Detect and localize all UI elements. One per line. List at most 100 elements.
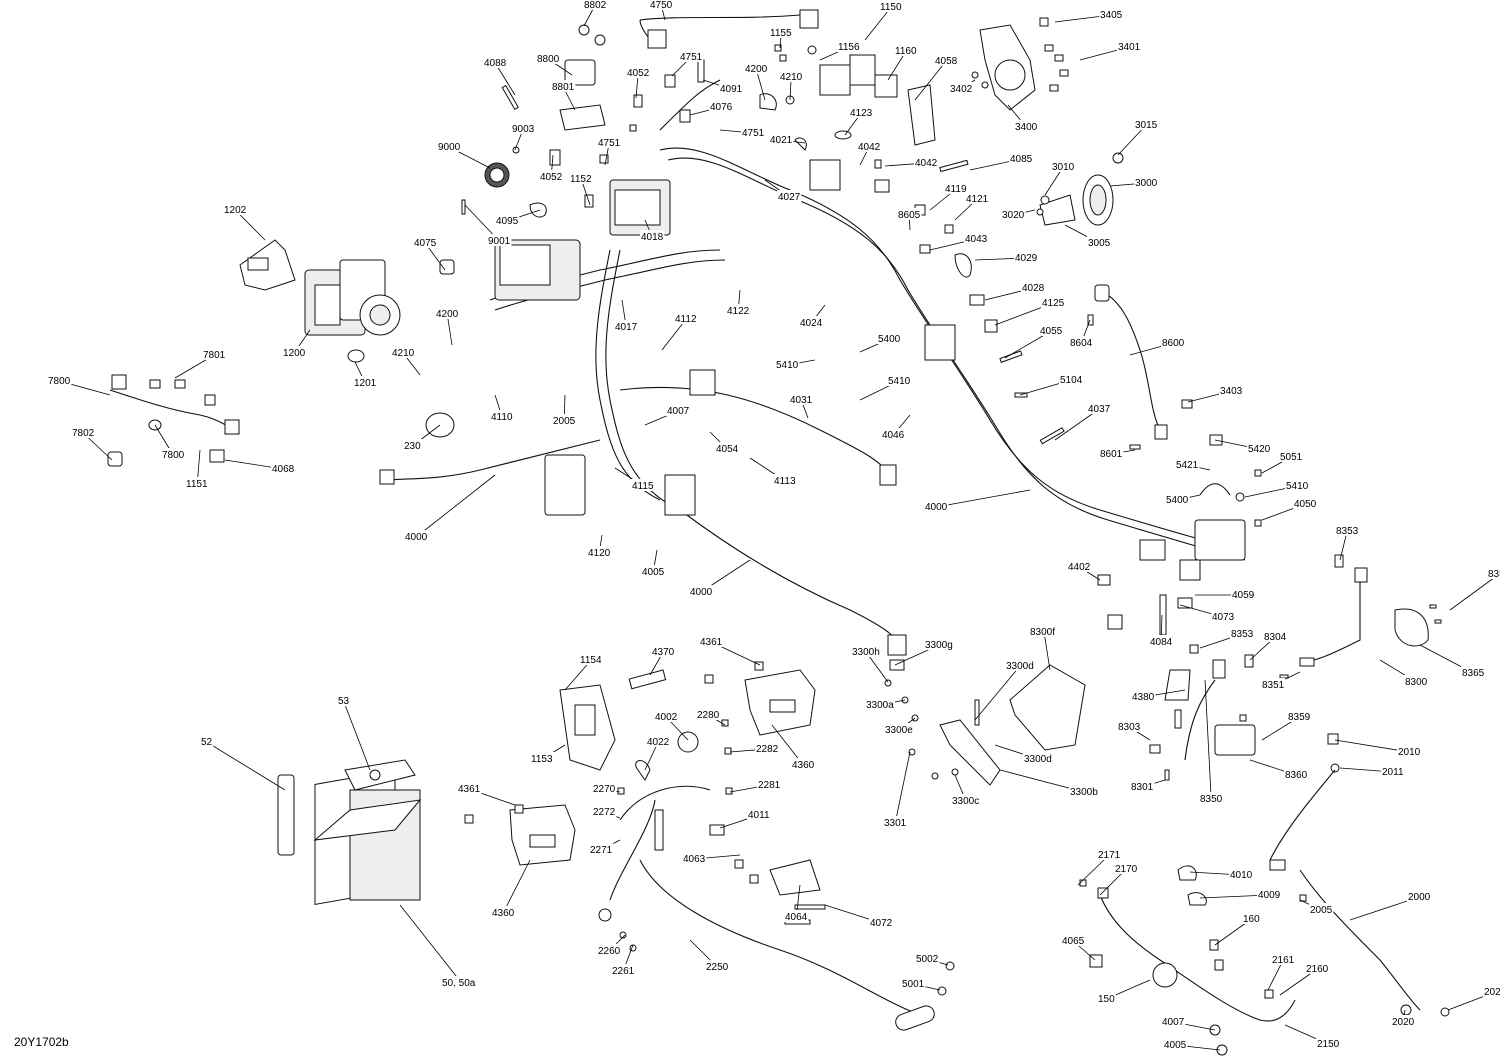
callout-label: 7800 [48,376,71,387]
callout-c3020: 3020 [1001,208,1036,221]
callout-c4000b: 4000 [404,474,496,543]
callout-c2170: 2170 [1099,862,1139,896]
callout-c1154: 1154 [564,653,604,691]
callout-c3300g: 3300g [894,638,954,666]
callout-c4028: 4028 [984,281,1046,301]
callout-c160: 160 [1214,912,1261,946]
callout-c3300b: 3300b [999,769,1099,798]
callout-label: 5410 [1286,481,1309,492]
callout-label: 4076 [710,102,733,113]
callout-label: 4043 [965,234,988,245]
callout-label: 1201 [354,378,377,389]
callout-label: 4073 [1212,612,1235,623]
leader-line [399,904,462,984]
callout-label: 2160 [1306,964,1329,975]
callout-label: 4210 [392,348,415,359]
leader-line [415,474,496,538]
callout-c4751c: 4751 [597,136,622,166]
callout-c2161: 2161 [1267,953,1296,991]
callout-label: 4110 [491,412,513,423]
callout-label: 5002 [916,954,939,965]
callout-label: 4010 [1230,870,1253,881]
callout-label: 150 [1098,994,1115,1005]
callout-c4200b: 4200 [435,307,460,346]
callout-label: 2171 [1098,850,1121,861]
callout-c8360: 8360 [1249,759,1309,781]
callout-c3301: 3301 [883,751,911,829]
callout-label: 4751 [598,138,621,149]
callout-label: 4063 [683,854,706,865]
callout-c2250: 2250 [689,939,730,973]
callout-c2270: 2270 [592,782,621,795]
callout-label: 8300f [1030,627,1055,638]
callout-label: 4009 [1258,890,1281,901]
callout-c4123: 4123 [844,106,874,136]
callout-label: 4046 [882,430,905,441]
callout-label: 4007 [667,406,690,417]
callout-label: 4052 [627,68,650,79]
callout-label: 4021 [770,135,793,146]
callout-label: 4113 [774,476,796,487]
callout-c4058: 4058 [914,54,959,101]
callout-label: 3301 [884,818,907,829]
leader-line [494,62,516,96]
diagram-code: 20Y1702b [14,1035,69,1049]
callout-c3300e: 3300e [884,717,916,736]
callout-label: 3015 [1135,120,1158,131]
callout-c9001: 9001 [464,204,512,247]
callout-label: 4123 [850,108,873,119]
callout-c5410a: 5410 [775,358,816,371]
callout-label: 3402 [950,84,973,95]
callout-label: 2161 [1272,955,1295,966]
callout-c4073: 4073 [1179,604,1236,623]
callout-c4115: 4115 [614,467,656,492]
callout-label: 4029 [1015,253,1038,264]
callout-c4002: 4002 [654,710,689,741]
callout-label: 2270 [593,784,616,795]
leader-line [1449,573,1500,611]
callout-c5421: 5421 [1175,458,1211,471]
callout-c7802: 7802 [71,426,113,461]
callout-c4068: 4068 [224,459,296,475]
callout-c2160: 2160 [1279,962,1330,996]
callout-label: 4361 [458,784,481,795]
callout-label: 2010 [1398,747,1421,758]
callout-label: 8359 [1288,712,1311,723]
callout-c8353a: 8353 [1335,524,1360,561]
callout-label: 8300 [1405,677,1428,688]
leader-line [894,751,911,824]
callout-c4380: 4380 [1131,689,1186,703]
callout-c2260: 2260 [597,934,626,957]
motor-3400 [971,17,1069,111]
callout-label: 8801 [552,82,575,93]
callout-label: 3300b [1070,787,1098,798]
callout-c4024: 4024 [799,304,826,329]
callout-c4121: 4121 [954,192,990,221]
callout-label: 50, 50a [442,978,476,989]
callout-c2150: 2150 [1284,1024,1341,1050]
callout-c4005b: 4005 [1163,1038,1221,1051]
callout-c4022: 4022 [644,735,671,771]
callout-c4119: 4119 [929,182,969,211]
callout-label: 9000 [438,142,461,153]
callout-c8802: 8802 [583,0,608,27]
callout-c4037: 4037 [1054,402,1112,441]
callout-label: 2011 [1382,767,1404,778]
callout-c3400: 3400 [1007,104,1039,133]
callout-c1201: 1201 [353,361,378,389]
callout-c53: 53 [337,694,371,771]
horn-3000 [1036,152,1124,226]
callout-c2011: 2011 [1339,765,1406,778]
callout-c1160: 1160 [887,44,919,81]
callout-label: 1151 [186,479,208,490]
callout-c4059: 4059 [1195,588,1256,601]
callout-label: 4031 [790,395,813,406]
leader-line [936,489,1031,508]
callout-label: 3005 [1088,238,1111,249]
battery [277,759,422,906]
callout-c4402: 4402 [1067,560,1101,581]
callout-c2272: 2272 [592,805,621,819]
callout-label: 52 [201,737,213,748]
callout-label: 4360 [792,760,815,771]
